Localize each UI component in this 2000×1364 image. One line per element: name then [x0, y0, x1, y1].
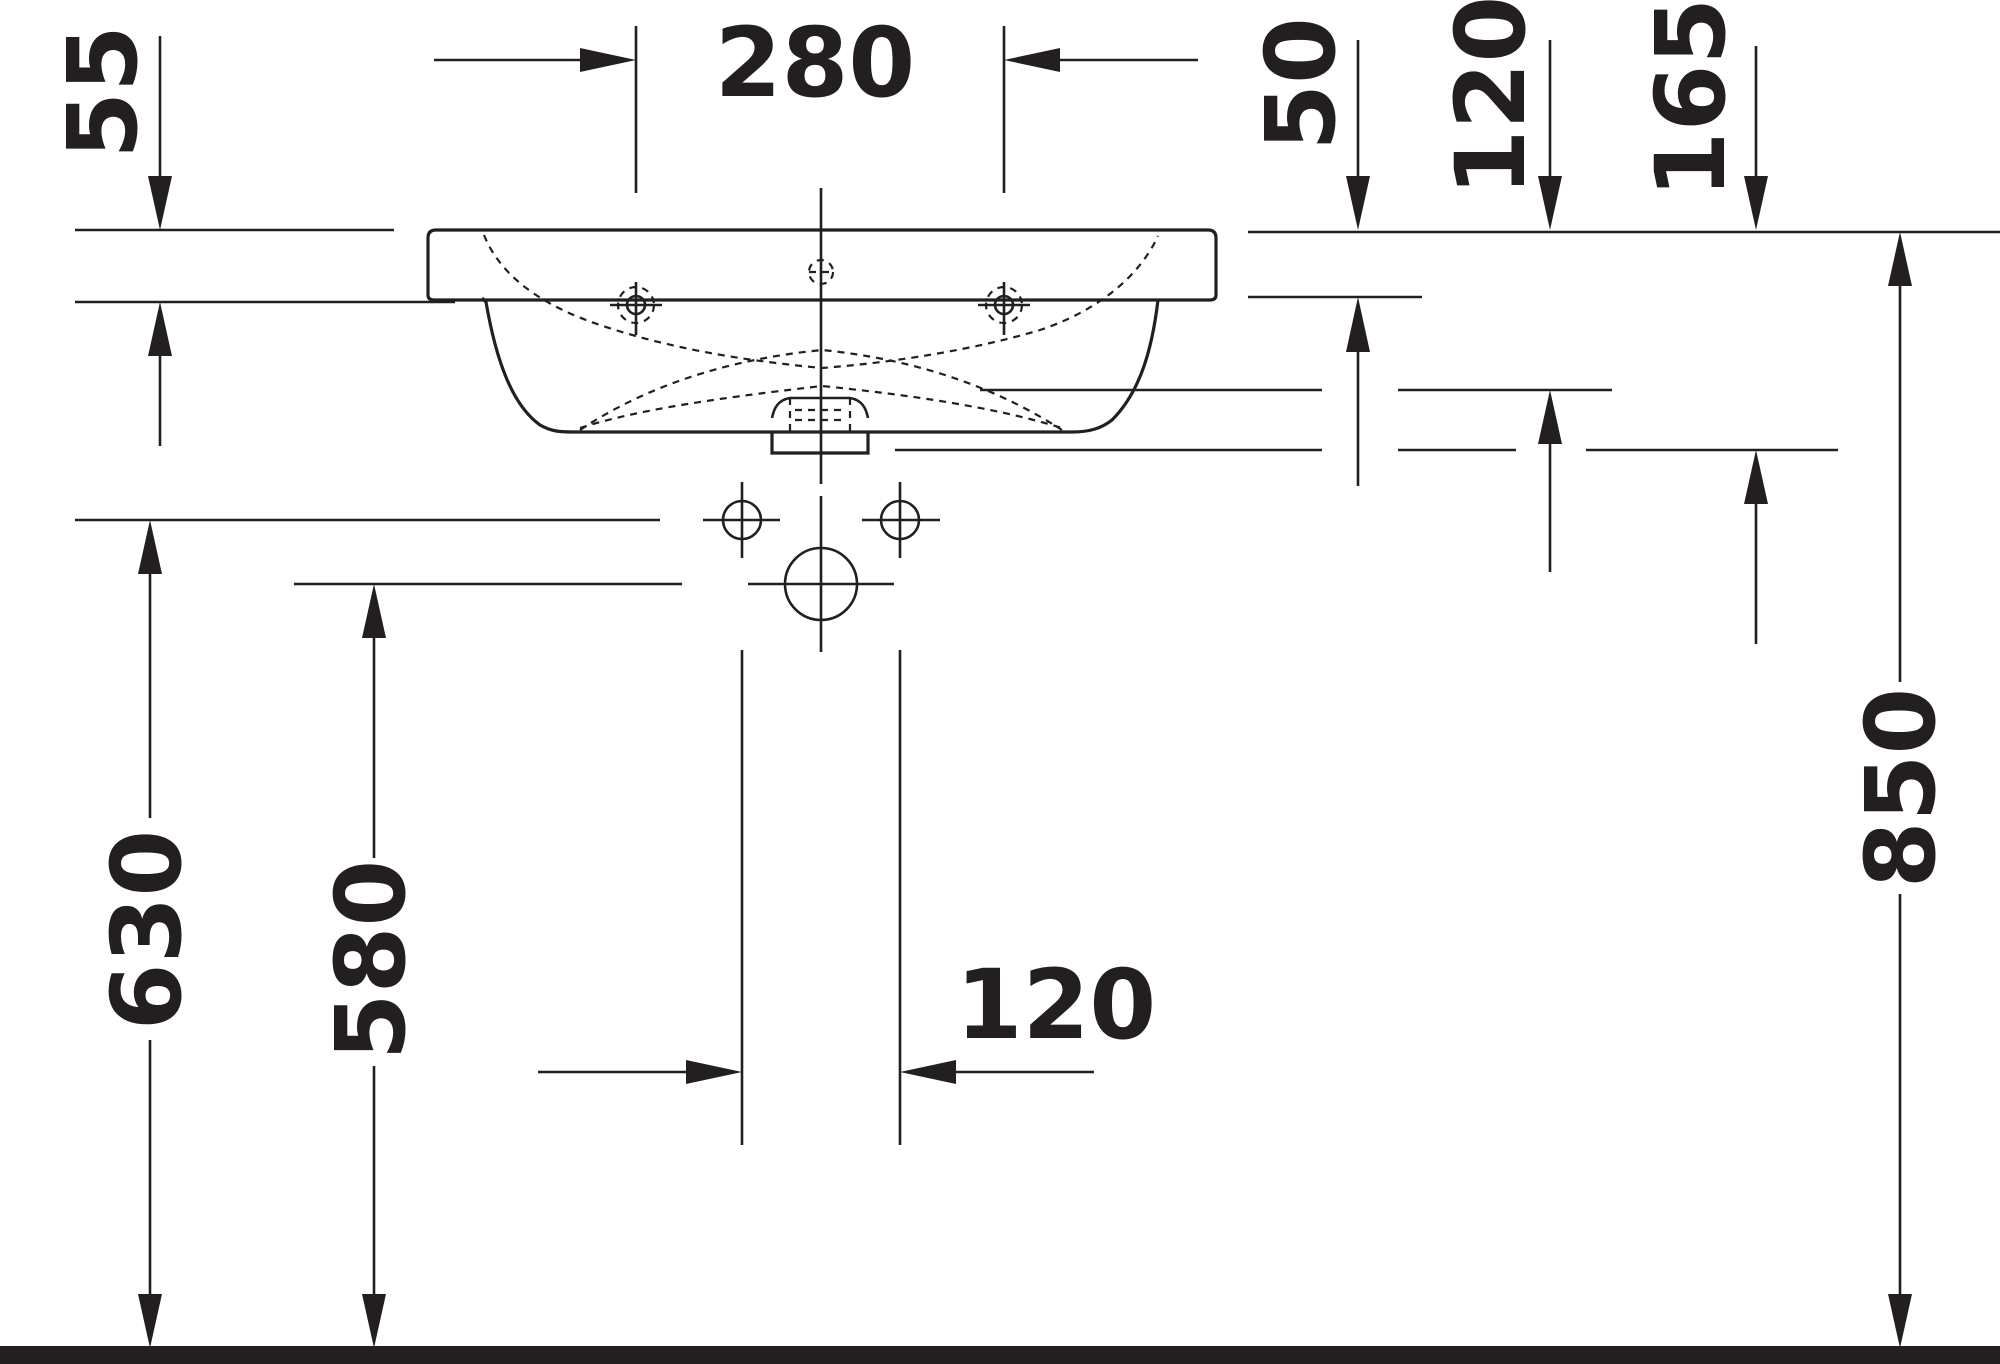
dim-630: 630 — [91, 520, 203, 1348]
tap-hole-right — [978, 282, 1030, 335]
dim-120-supply-label: 120 — [956, 949, 1156, 1061]
dim-55: 55 — [47, 25, 172, 446]
dim-120-supply: 120 — [538, 949, 1156, 1084]
dim-280: 280 — [434, 7, 1198, 119]
dim-120-outlet: 120 — [1435, 0, 1562, 572]
supply-connection-right — [862, 482, 940, 558]
dim-280-label: 280 — [715, 7, 915, 119]
dim-55-label: 55 — [47, 25, 159, 159]
dim-50-label: 50 — [1245, 17, 1357, 151]
dim-120-outlet-label: 120 — [1435, 0, 1547, 196]
supply-connection-left — [703, 482, 780, 558]
tap-hole-left — [610, 282, 662, 335]
dim-850: 850 — [1845, 232, 1957, 1348]
dim-165-label: 165 — [1635, 0, 1747, 198]
dim-50: 50 — [1245, 17, 1370, 486]
dim-580-label: 580 — [315, 860, 427, 1060]
dim-580: 580 — [315, 584, 427, 1348]
waste-connection — [748, 546, 894, 622]
extension-lines — [75, 26, 2000, 1145]
floor-line — [0, 1346, 2000, 1364]
dim-850-label: 850 — [1845, 688, 1957, 888]
dim-630-label: 630 — [91, 830, 203, 1030]
dim-165: 165 — [1635, 0, 1768, 644]
